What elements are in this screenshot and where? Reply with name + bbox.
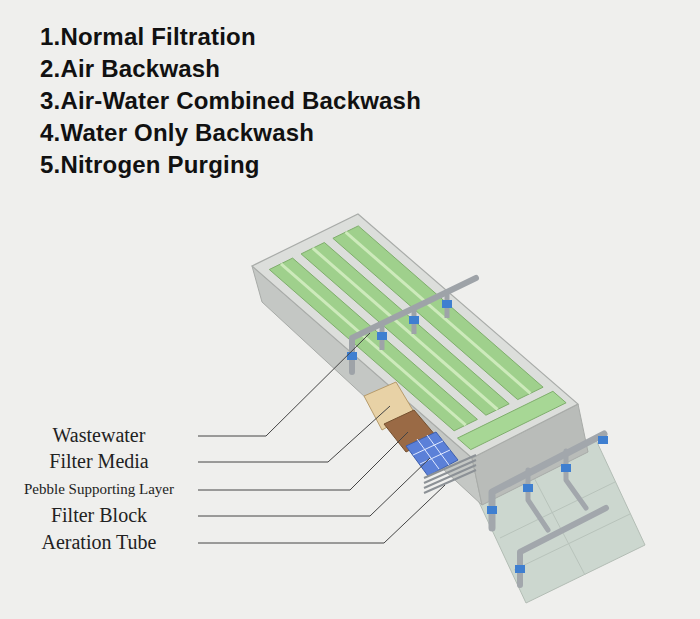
aeration-pipe — [424, 455, 476, 478]
branch-pipe — [528, 470, 548, 530]
valve — [409, 316, 419, 324]
block-grid — [413, 441, 443, 455]
step-heading: 3.Air-Water Combined Backwash — [40, 86, 680, 116]
block-grid — [427, 435, 449, 465]
leader-lines — [198, 333, 445, 543]
collection-channel — [458, 391, 567, 449]
valve — [598, 436, 608, 444]
valve — [442, 300, 452, 308]
water-channel — [333, 226, 543, 400]
filter-block — [406, 432, 458, 476]
front-pipework — [487, 434, 608, 585]
branch-pipe — [566, 451, 586, 508]
leader-line — [198, 485, 445, 543]
valve — [487, 506, 497, 514]
block-grid — [420, 450, 450, 464]
part-label: Aeration Tube — [4, 530, 194, 554]
leader-line — [198, 432, 408, 490]
leader-line — [198, 458, 430, 516]
header-pipe — [352, 278, 476, 372]
valve — [347, 352, 357, 360]
outlet-pipe — [520, 508, 606, 585]
aeration-pipe — [424, 470, 476, 493]
valve — [523, 484, 533, 492]
leader-line — [198, 406, 390, 462]
tank-body — [252, 214, 588, 505]
part-label: Pebble Supporting Layer — [4, 479, 194, 499]
outlet-pipe — [492, 434, 604, 528]
channel-highlight — [346, 232, 531, 393]
step-heading: 4.Water Only Backwash — [40, 118, 680, 148]
cutaway-section — [364, 382, 476, 493]
valve — [561, 464, 571, 472]
step-heading: 2.Air Backwash — [40, 54, 680, 84]
part-label: Filter Block — [4, 503, 194, 527]
top-pipework — [347, 278, 476, 372]
leader-line — [198, 333, 370, 436]
aeration-pipe — [424, 460, 476, 483]
aeration-pipe — [424, 465, 476, 488]
channel-highlight — [313, 248, 498, 409]
water-channel — [269, 258, 477, 431]
tank-top-rim — [252, 214, 578, 458]
part-label: Wastewater — [4, 423, 194, 447]
valve — [377, 332, 387, 340]
valve — [515, 565, 525, 573]
step-heading: 5.Nitrogen Purging — [40, 150, 680, 180]
step-heading: 1.Normal Filtration — [40, 22, 680, 52]
block-grid — [417, 439, 439, 469]
part-label: Filter Media — [4, 449, 194, 473]
